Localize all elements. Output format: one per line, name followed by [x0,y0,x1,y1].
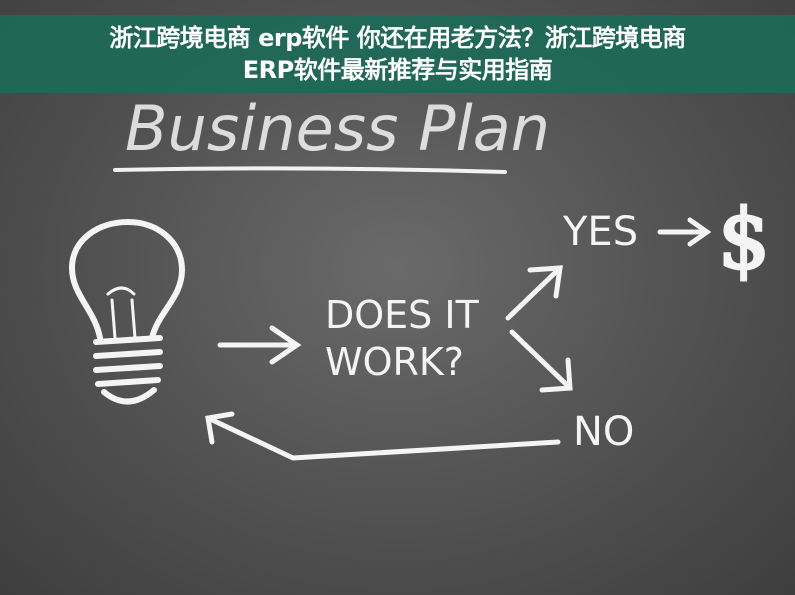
lightbulb-icon [68,218,186,405]
no-label: NO [573,409,634,455]
arrow-right-icon [217,325,302,365]
board-heading: Business Plan [125,92,550,165]
yes-label: YES [562,209,638,255]
title-line-2: ERP软件最新推荐与实用指南 [242,56,553,84]
loop-back-arrow [205,411,561,461]
dollar-sign-icon: $ [718,193,770,288]
arrow-to-yes [505,265,563,321]
arrow-right-icon [657,217,712,247]
question-line2: WORK? [325,340,464,384]
arrow-to-no [509,329,573,393]
question-line1: DOES IT [325,293,480,337]
title-line-1: 浙江跨境电商 erp软件 你还在用老方法？浙江跨境电商 [109,24,686,52]
title-banner: 浙江跨境电商 erp软件 你还在用老方法？浙江跨境电商 ERP软件最新推荐与实用… [0,15,795,93]
heading-underline [113,166,507,174]
